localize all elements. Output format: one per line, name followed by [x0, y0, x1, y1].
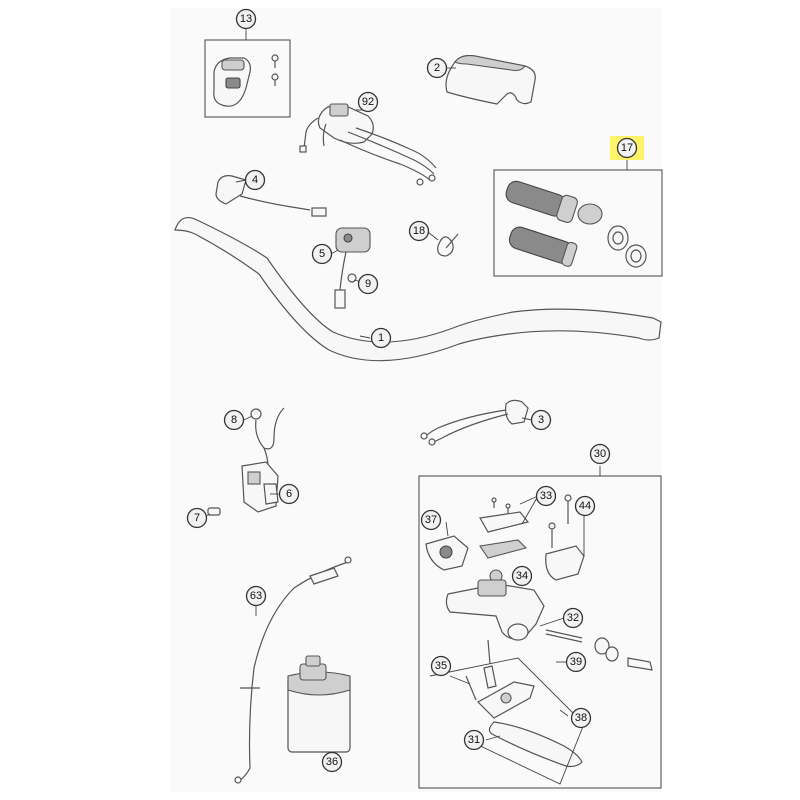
svg-text:2: 2 — [434, 62, 440, 74]
callout-8[interactable]: 8 — [223, 409, 245, 431]
svg-text:13: 13 — [240, 13, 252, 25]
svg-text:7: 7 — [194, 512, 200, 524]
svg-text:18: 18 — [413, 225, 425, 237]
callout-33[interactable]: 33 — [535, 485, 557, 507]
master-cylinder-body — [445, 579, 545, 641]
callout-17[interactable]: 17 — [616, 137, 638, 159]
callout-34[interactable]: 34 — [511, 565, 533, 587]
callout-1[interactable]: 1 — [370, 327, 392, 349]
callout-36[interactable]: 36 — [321, 751, 343, 773]
callout-44[interactable]: 44 — [574, 495, 596, 517]
svg-text:44: 44 — [579, 500, 591, 512]
part-7-screw — [207, 507, 221, 516]
svg-text:36: 36 — [326, 756, 338, 768]
part-13-switch-housing — [213, 54, 279, 107]
svg-text:34: 34 — [516, 570, 528, 582]
part-35-pivot-pin — [465, 639, 497, 701]
group-box-13 — [204, 39, 291, 118]
callout-7[interactable]: 7 — [186, 507, 208, 529]
part-6-bracket — [241, 461, 279, 513]
callout-3[interactable]: 3 — [530, 409, 552, 431]
svg-text:35: 35 — [435, 660, 447, 672]
svg-text:3: 3 — [538, 414, 544, 426]
part-63-cable — [234, 556, 352, 784]
part-1-handlebar — [174, 217, 662, 362]
svg-text:38: 38 — [575, 712, 587, 724]
part-2-handlebar-pad — [445, 55, 536, 105]
part-31-brake-lever — [488, 721, 583, 768]
part-5-switch — [334, 227, 371, 309]
callout-92[interactable]: 92 — [357, 91, 379, 113]
part-17-grip-set — [505, 180, 647, 268]
callout-4[interactable]: 4 — [244, 169, 266, 191]
part-38-lever-adjuster — [477, 681, 535, 719]
callout-6[interactable]: 6 — [278, 483, 300, 505]
svg-text:32: 32 — [567, 612, 579, 624]
callout-9[interactable]: 9 — [357, 273, 379, 295]
svg-text:63: 63 — [250, 590, 262, 602]
svg-text:17: 17 — [621, 142, 633, 154]
svg-text:92: 92 — [362, 96, 374, 108]
group-box-17 — [493, 169, 663, 277]
part-36-fluid-bottle — [287, 655, 351, 753]
part-33-reservoir-cover — [479, 497, 530, 559]
part-37-mirror-mount — [425, 535, 469, 571]
svg-text:33: 33 — [540, 490, 552, 502]
svg-text:6: 6 — [286, 488, 292, 500]
callout-13[interactable]: 13 — [235, 8, 257, 30]
callout-39[interactable]: 39 — [565, 651, 587, 673]
svg-text:39: 39 — [570, 656, 582, 668]
callout-31[interactable]: 31 — [463, 729, 485, 751]
svg-text:30: 30 — [594, 448, 606, 460]
part-4-switch — [215, 175, 327, 217]
callout-38[interactable]: 38 — [570, 707, 592, 729]
callout-37[interactable]: 37 — [420, 509, 442, 531]
callout-30[interactable]: 30 — [589, 443, 611, 465]
part-9-screw — [347, 273, 357, 283]
svg-text:9: 9 — [365, 278, 371, 290]
group-box-30 — [418, 475, 662, 789]
callout-2[interactable]: 2 — [426, 57, 448, 79]
callout-63[interactable]: 63 — [245, 585, 267, 607]
part-92-throttle-assembly — [299, 103, 437, 186]
callout-32[interactable]: 32 — [562, 607, 584, 629]
svg-text:1: 1 — [378, 332, 384, 344]
svg-text:4: 4 — [252, 174, 258, 186]
part-18-cable-tie — [437, 233, 459, 257]
part-44-clamp — [545, 494, 585, 581]
svg-text:8: 8 — [231, 414, 237, 426]
svg-text:37: 37 — [425, 514, 437, 526]
part-32-piston-kit — [545, 629, 653, 671]
svg-text:31: 31 — [468, 734, 480, 746]
svg-text:5: 5 — [319, 248, 325, 260]
callout-5[interactable]: 5 — [311, 243, 333, 265]
callout-18[interactable]: 18 — [408, 220, 430, 242]
callout-35[interactable]: 35 — [430, 655, 452, 677]
